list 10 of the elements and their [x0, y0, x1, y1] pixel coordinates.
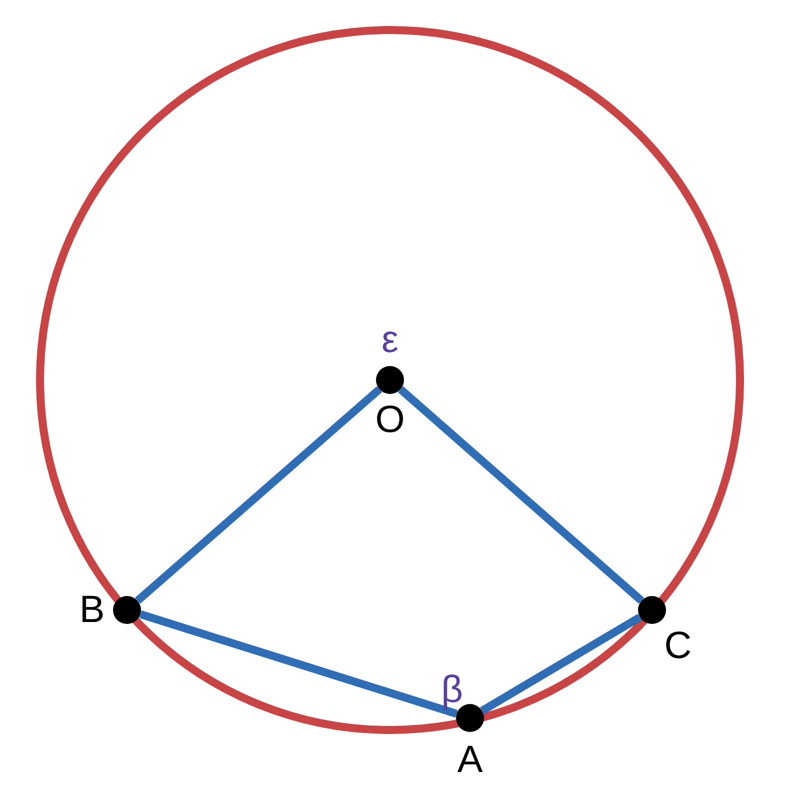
line-segment — [134, 386, 382, 604]
line-segment — [480, 614, 642, 714]
point-label: C — [664, 627, 692, 665]
point-label: β — [441, 671, 463, 709]
point-label: B — [79, 591, 105, 629]
line-segment — [398, 386, 644, 604]
point-label: A — [457, 741, 483, 779]
line-segment — [139, 610, 458, 718]
point-label: O — [375, 401, 405, 439]
point-label: ε — [382, 321, 398, 359]
